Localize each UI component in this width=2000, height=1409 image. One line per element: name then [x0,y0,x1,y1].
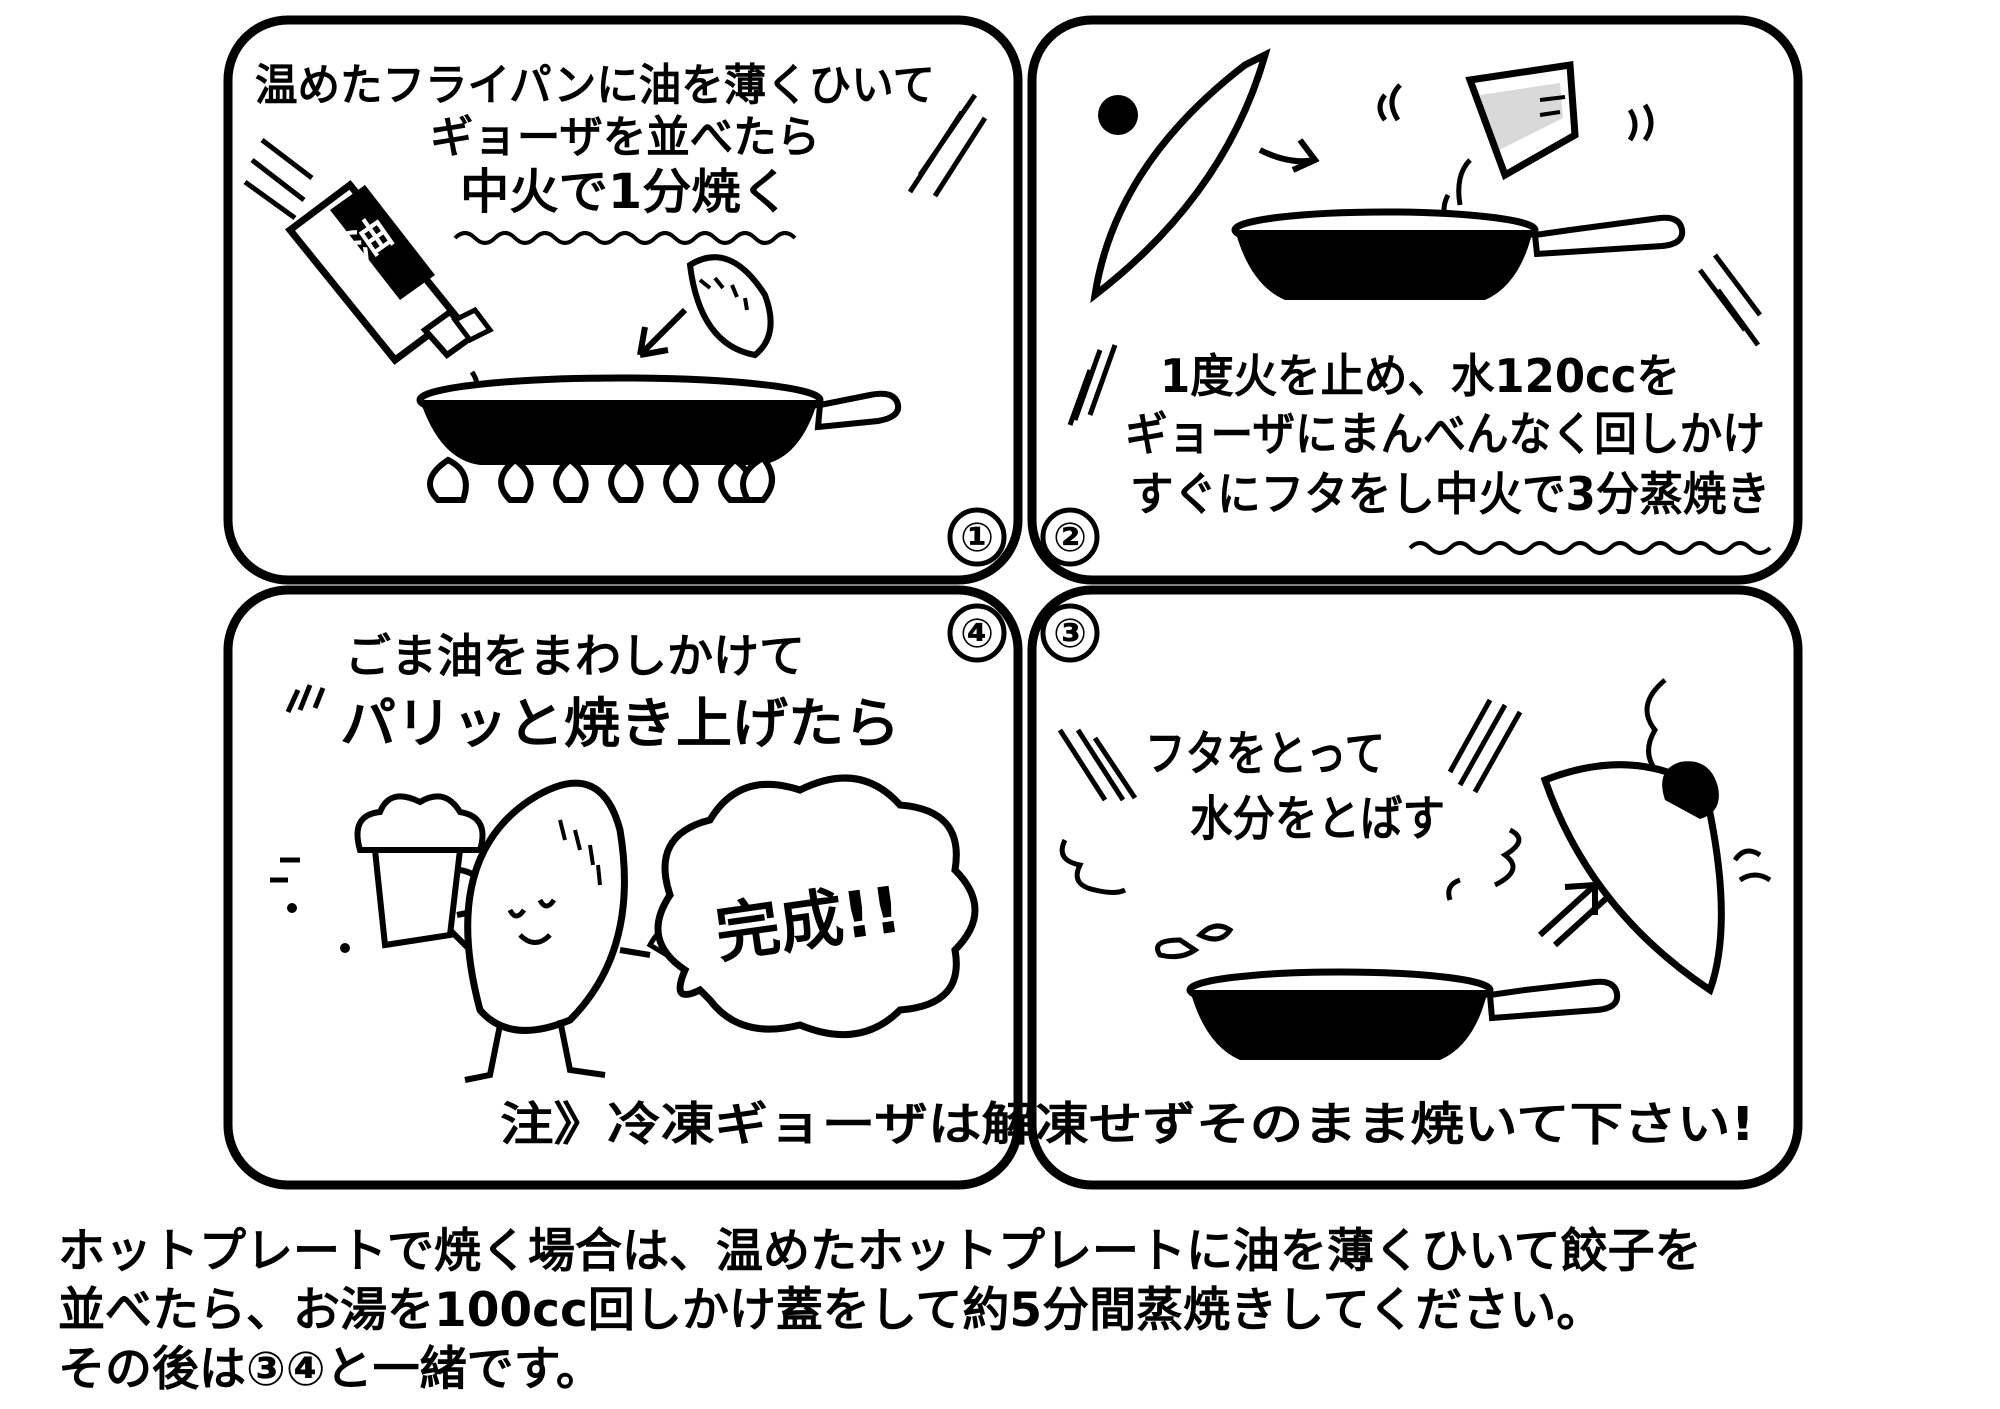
panel-2-frame [1027,15,1803,585]
panel-3-line-1: フタをとって [1145,726,1385,782]
panel-1-frame [223,15,1023,585]
arrow-icon [1258,138,1320,173]
panel-4-line-1: ごま油をまわしかけて [345,629,805,683]
panel-4-number: ④ [960,611,994,657]
panel-1-line-3: 中火で1分焼く [460,164,790,220]
measuring-cup-icon [1441,60,1579,227]
panel-3-line-2: 水分をとばす [1190,791,1445,847]
panel-1-number: ① [960,515,994,561]
panel-2-line-3: すぐにフタをし中火で3分蒸焼き [1130,467,1770,521]
note-line-2: 並べたら、お湯を100cc回しかけ蓋をして約5分間蒸焼きしてください。 [58,1283,1604,1338]
panel-1-line-1: 温めたフライパンに油を薄くひいて [255,60,935,111]
frying-pan-icon [1186,968,1621,1060]
panel-1-line-2: ギョーザを並べたら [430,112,820,163]
panel-1-wavy-underline [453,231,797,245]
gyoza-character-icon [447,779,695,1083]
arrow-icon [637,307,688,358]
note-line-1: ホットプレートで焼く場合は、温めたホットプレートに油を薄くひいて餃子を [58,1224,1702,1279]
panel-2-number: ② [1053,515,1087,561]
lid-icon [1540,761,1725,996]
oil-bottle-icon [284,180,494,399]
note-line-3: その後は③④と一緒です。 [58,1342,603,1397]
panel-3-frame [1027,585,1803,1190]
hot-plate-note: ホットプレートで焼く場合は、温めたホットプレートに油を薄くひいて餃子を 並べたら… [58,1222,1958,1399]
panel-4-line-2: パリッと焼き上げたら [340,692,900,755]
lid-icon [1090,48,1271,304]
frying-pan-icon [1231,208,1686,300]
panel-2-line-2: ギョーザにまんべんなく回しかけ [1125,407,1765,461]
panel-4-frame [223,585,1023,1190]
beer-mug-icon [270,793,487,953]
burner-flames-icon [427,454,775,503]
panel-2-wavy-underline [1408,541,1772,555]
frying-pan-icon [416,374,902,465]
gyoza-icon [686,254,774,359]
panel-2-line-1: 1度火を止め、水120ccを [1160,349,1680,403]
steam-icon [1059,678,1772,901]
caution-text: 注》冷凍ギョーザは解凍せずそのまま焼いて下さい! [500,1097,1755,1151]
speech-bubble [654,774,979,1039]
arrow-icon [1537,882,1613,948]
panel-3-number: ③ [1053,611,1087,657]
